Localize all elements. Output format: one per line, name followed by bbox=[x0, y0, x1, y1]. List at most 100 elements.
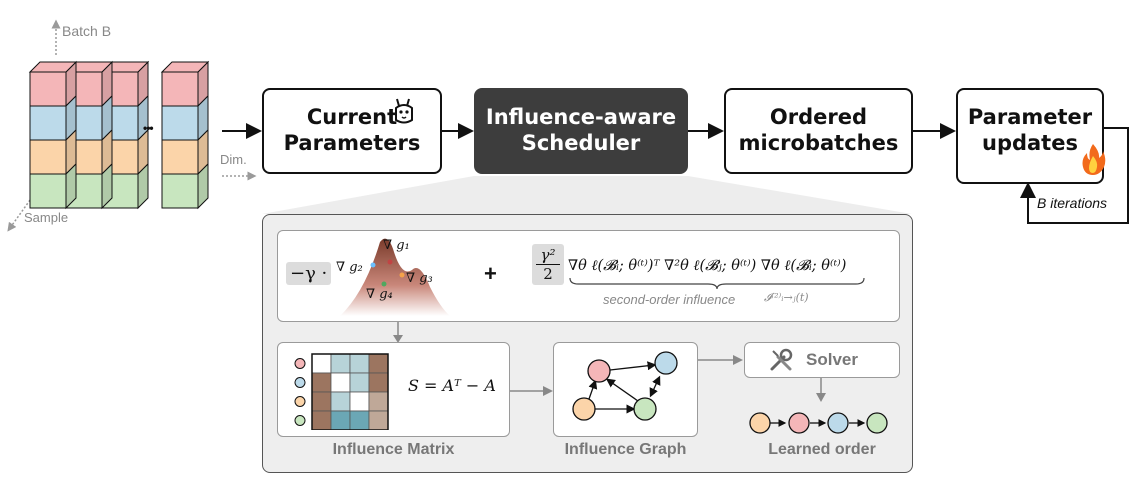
second-order-expression: ∇θ ℓ(𝓑ᵢ; θ⁽ᵗ⁾)ᵀ ∇²θ ℓ(𝓑ⱼ; θ⁽ᵗ⁾) ∇θ ℓ(𝓑ᵢ;… bbox=[568, 258, 847, 274]
batch-cell bbox=[29, 105, 67, 141]
edge-pink-blue bbox=[609, 361, 657, 371]
updates-line2: updates bbox=[982, 131, 1078, 155]
influence-symbol: 𝓘⁽²⁾ᵢ→ⱼ(t) bbox=[764, 291, 809, 304]
gradient-point bbox=[381, 281, 387, 287]
llama-icon bbox=[395, 98, 413, 124]
parameter-updates-box: Parameter updates bbox=[956, 88, 1104, 184]
influence-matrix-grid bbox=[294, 353, 389, 430]
matrix-cell bbox=[349, 410, 370, 430]
matrix-row-dot bbox=[294, 358, 306, 369]
scheduler-line1: Influence-aware bbox=[485, 105, 677, 130]
fire-icon bbox=[1082, 144, 1106, 175]
current-parameters-box: Current Parameters bbox=[262, 88, 442, 174]
edge-green-pink bbox=[605, 378, 639, 402]
matrix-cell bbox=[368, 410, 389, 430]
gradient-point bbox=[370, 262, 376, 268]
matrix-cell bbox=[368, 391, 389, 412]
neg-gamma-term: −γ · bbox=[286, 262, 332, 285]
graph-to-solver-arrow bbox=[698, 355, 743, 365]
influence-graph-caption: Influence Graph bbox=[564, 441, 687, 458]
matrix-cell bbox=[368, 372, 389, 393]
matrix-cell bbox=[311, 353, 332, 374]
matrix-border bbox=[311, 353, 389, 430]
ordered-line2: microbatches bbox=[738, 131, 899, 155]
iterations-label: B iterations bbox=[1037, 195, 1108, 211]
matrix-cell bbox=[349, 391, 370, 412]
tools-icon bbox=[770, 348, 793, 371]
solver-to-order-arrow bbox=[816, 378, 826, 402]
matrix-cell bbox=[330, 410, 351, 430]
ordered-microbatches-box: Ordered microbatches bbox=[724, 88, 913, 174]
batch-cell-top bbox=[160, 61, 210, 73]
order-node-green bbox=[866, 412, 888, 434]
batch-cell-side bbox=[197, 162, 209, 210]
matrix-cell bbox=[330, 391, 351, 412]
solver-label: Solver bbox=[806, 350, 858, 369]
sample-axis-label: Sample bbox=[24, 210, 69, 225]
matrix-cell bbox=[368, 353, 389, 374]
plus-sign: + bbox=[484, 261, 497, 286]
updates-line1: Parameter bbox=[967, 105, 1093, 130]
matrix-cell bbox=[330, 372, 351, 393]
influence-graph bbox=[572, 351, 678, 421]
matrix-cell bbox=[311, 410, 332, 430]
grad-g3: ∇ g₃ bbox=[406, 271, 433, 286]
feedback-loop-arrow bbox=[1020, 127, 1129, 224]
batch-cell bbox=[161, 139, 199, 175]
learned-order-caption: Learned order bbox=[768, 441, 876, 458]
matrix-cell bbox=[311, 391, 332, 412]
ordered-line1: Ordered bbox=[769, 105, 868, 130]
node-green bbox=[633, 397, 657, 421]
matrix-row-dot bbox=[294, 377, 306, 388]
sample-axis-arrow bbox=[7, 199, 31, 232]
ellipsis-dots: ••• bbox=[143, 121, 154, 135]
grad-g2: ∇ g₂ bbox=[336, 260, 363, 275]
edge-orange-pink bbox=[588, 379, 598, 400]
batch-cell bbox=[29, 173, 67, 209]
underbrace bbox=[569, 277, 865, 290]
scheduler-line2: Scheduler bbox=[521, 131, 641, 155]
grad-g1: ∇ g₁ bbox=[383, 238, 410, 253]
influence-matrix-caption: Influence Matrix bbox=[332, 441, 455, 458]
batch-cell-side bbox=[137, 162, 149, 210]
solver-box bbox=[744, 342, 900, 378]
batch-cube-stack bbox=[7, 19, 257, 232]
coef-fraction: γ² 2 bbox=[532, 244, 564, 285]
learned-order-chain bbox=[749, 412, 888, 434]
batch-axis-label: Batch B bbox=[62, 23, 112, 39]
matrix-row-dot bbox=[294, 415, 306, 426]
node-blue bbox=[654, 351, 678, 375]
dim-axis-label: Dim. bbox=[220, 152, 247, 167]
gradient-mountain bbox=[340, 238, 450, 316]
parameters-label: Parameters bbox=[283, 131, 421, 155]
grad-g4: ∇ g₄ bbox=[366, 287, 393, 302]
matrix-cell bbox=[311, 372, 332, 393]
current-label: Current bbox=[306, 105, 398, 130]
matrix-equation: S = Aᵀ − A bbox=[408, 376, 496, 395]
order-node-pink bbox=[788, 412, 810, 434]
batch-cell bbox=[161, 71, 199, 107]
batch-cell-side bbox=[101, 162, 113, 210]
matrix-cell bbox=[349, 372, 370, 393]
matrix-to-graph-arrow bbox=[510, 386, 553, 396]
gradient-point bbox=[387, 259, 393, 265]
coef-denominator: 2 bbox=[543, 265, 553, 283]
gradient-point bbox=[399, 272, 405, 278]
order-node-blue bbox=[827, 412, 849, 434]
batch-cell-side bbox=[65, 162, 77, 210]
order-node-orange bbox=[749, 412, 771, 434]
formula-to-matrix-arrow bbox=[393, 322, 403, 343]
scheduler-box: Influence-aware Scheduler bbox=[474, 88, 688, 174]
matrix-cell bbox=[349, 353, 370, 374]
coef-numerator: γ² bbox=[536, 246, 560, 265]
second-order-label: second-order influence bbox=[603, 292, 736, 307]
node-orange bbox=[572, 397, 596, 421]
pipeline-arrows bbox=[222, 123, 1129, 224]
matrix-cell bbox=[330, 353, 351, 374]
node-pink bbox=[587, 359, 611, 383]
matrix-row-dot bbox=[294, 396, 306, 407]
edge-blue-green bbox=[649, 375, 661, 398]
batch-cell-top bbox=[28, 61, 78, 73]
batch-cell bbox=[161, 173, 199, 209]
